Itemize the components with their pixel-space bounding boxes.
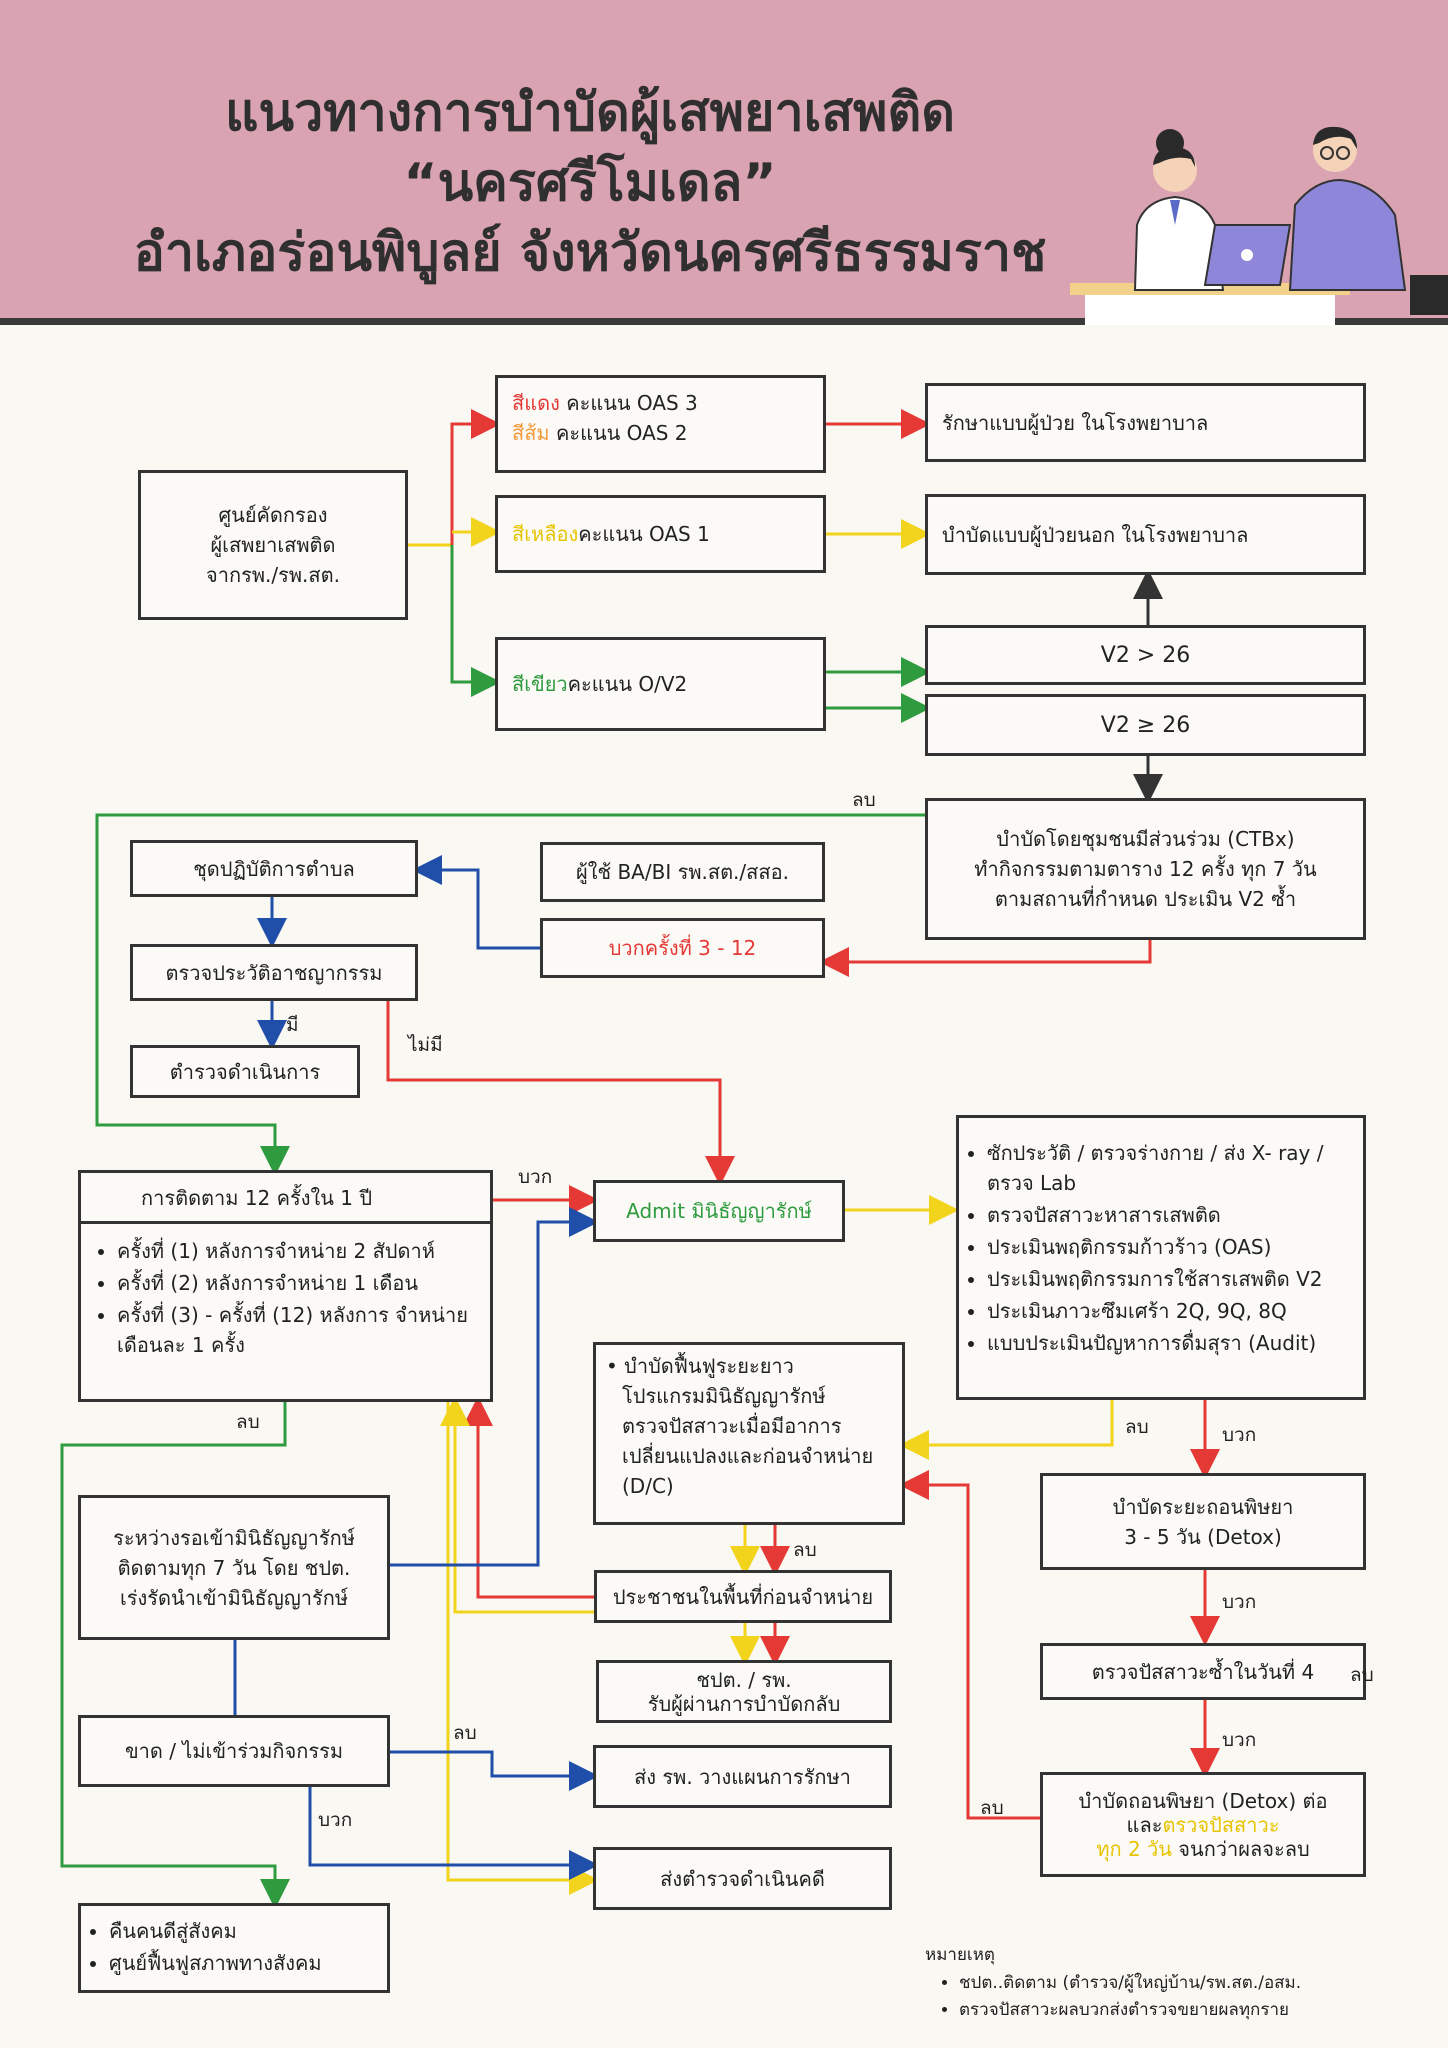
yellow-category-text: คะแนน OAS 1 [578,522,710,546]
inpatient-box: รักษาแบบผู้ป่วย ในโรงพยาบาล [925,383,1366,462]
assessment-item: ประเมินภาวะซึมเศร้า 2Q, 9Q, 8Q [987,1296,1353,1326]
v2-greater-box: V2 > 26 [925,625,1366,685]
detox-continue-and: และ [1126,1812,1163,1837]
criminal-check-box: ตรวจประวัติอาชญากรรม [130,944,418,1001]
ba-bi-box: ผู้ใช้ BA/BI รพ.สต./สสอ. [540,842,825,902]
ctbx-box: บำบัดโดยชุมชนมีส่วนร่วม (CTBx) ทำกิจกรรม… [925,798,1366,940]
rehab-line: • บำบัดฟื้นฟูระยะยาว [606,1354,794,1378]
pos-label-absent: บวก [318,1809,353,1831]
assessment-box: ซักประวัติ / ตรวจร่างกาย / ส่ง X- ray / … [956,1115,1366,1400]
return-society-list: คืนคนดีสู่สังคม ศูนย์ฟื้นฟูสภาพทางสังคม [87,1916,379,1978]
detox-continue-urine: ตรวจปัสสาวะ [1162,1812,1280,1837]
notes-section: หมายเหตุ ชปต..ติดตาม (ตำรวจ/ผู้ใหญ่บ้าน/… [925,1943,1425,2026]
long-term-rehab-box: • บำบัดฟื้นฟูระยะยาว โปรแกรมมินิธัญญารัก… [593,1342,905,1525]
rehab-line: ตรวจปัสสาวะเมื่อมีอาการ [622,1414,842,1438]
yellow-category-word: สีเหลือง [512,522,579,546]
red-orange-category-box: สีแดง คะแนน OAS 3 สีส้ม คะแนน OAS 2 [495,375,826,473]
orange-category-word: สีส้ม [512,421,550,445]
receive-back-line-1: ชปต. / รพ. [696,1667,792,1692]
title-line-1: แนวทางการบำบัดผู้เสพยาเสพติด [225,83,955,143]
admit-mini-box: Admit มินิธัญญารักษ์ [593,1180,845,1242]
green-category-text: คะแนน O/V2 [567,672,688,696]
neg-label-detox-cont: ลบ [980,1797,1004,1819]
title-line-2: “นครศรีโมเดล” [403,153,777,213]
detox-continue-box: บำบัดถอนพิษยา (Detox) ต่อ และตรวจปัสสาวะ… [1040,1772,1366,1877]
waiting-line-2: ติดตามทุก 7 วัน โดย ชปต. [117,1555,351,1580]
followup-box: การติดตาม 12 ครั้งใน 1 ปี ครั้งที่ (1) ห… [78,1170,493,1402]
return-society-item: คืนคนดีสู่สังคม [109,1916,379,1946]
v2-greater-equal-box: V2 ≥ 26 [925,694,1366,756]
pos-label-assessment: บวก [1222,1424,1257,1446]
ctbx-line-2: ทำกิจกรรมตามตาราง 12 ครั้ง ทุก 7 วัน [974,857,1317,881]
receive-back-line-2: รับผู้ผ่านการบำบัดกลับ [647,1691,841,1716]
assessment-item: ประเมินพฤติกรรมก้าวร้าว (OAS) [987,1232,1353,1262]
return-society-box: คืนคนดีสู่สังคม ศูนย์ฟื้นฟูสภาพทางสังคม [78,1903,390,1993]
detox-short-line-1: บำบัดระยะถอนพิษยา [1112,1494,1294,1519]
note-item: ชปต..ติดตาม (ตำรวจ/ผู้ใหญ่บ้าน/รพ.สต./อส… [959,1971,1425,1997]
orange-category-text: คะแนน OAS 2 [549,421,688,445]
has-label: มี [286,1014,299,1036]
detox-continue-until: จนกว่าผลจะลบ [1171,1836,1310,1861]
assessment-item: ซักประวัติ / ตรวจร่างกาย / ส่ง X- ray / … [987,1138,1353,1198]
followup-list: ครั้งที่ (1) หลังการจำหน่าย 2 สัปดาห์ คร… [81,1224,490,1360]
neg-label-followup: ลบ [236,1411,260,1433]
detox-continue-every: ทุก 2 วัน [1096,1836,1172,1861]
rehab-line: (D/C) [622,1474,674,1498]
neg-label-assessment: ลบ [1125,1416,1149,1438]
red-category-text: คะแนน OAS 3 [559,391,698,415]
waiting-line-3: เร่งรัดนำเข้ามินิธัญญารักษ์ [119,1585,349,1610]
waiting-admission-box: ระหว่างรอเข้ามินิธัญญารักษ์ ติดตามทุก 7 … [78,1495,390,1640]
assessment-item: แบบประเมินปัญหาการดื่มสุรา (Audit) [987,1328,1353,1358]
absent-box: ขาด / ไม่เข้าร่วมกิจกรรม [78,1715,390,1787]
assessment-item: ประเมินพฤติกรรมการใช้สารเสพติด V2 [987,1264,1353,1294]
detox-short-box: บำบัดระยะถอนพิษยา 3 - 5 วัน (Detox) [1040,1473,1366,1570]
screening-line-2: ผู้เสพยาเสพติด [210,533,336,557]
positive-3-12-box: บวกครั้งที่ 3 - 12 [540,918,825,978]
waiting-line-1: ระหว่างรอเข้ามินิธัญญารักษ์ [113,1525,355,1550]
notes-list: ชปต..ติดตาม (ตำรวจ/ผู้ใหญ่บ้าน/รพ.สต./อส… [925,1971,1425,2024]
assessment-item: ตรวจปัสสาวะหาสารเสพติด [987,1200,1353,1230]
detox-continue-line-1: บำบัดถอนพิษยา (Detox) ต่อ [1078,1788,1328,1813]
detox-short-line-2: 3 - 5 วัน (Detox) [1124,1524,1282,1549]
screening-center-box: ศูนย์คัดกรอง ผู้เสพยาเสพติด จากรพ./รพ.สต… [138,470,408,620]
receive-back-box: ชปต. / รพ. รับผู้ผ่านการบำบัดกลับ [596,1660,892,1723]
header-divider [0,318,1448,325]
yellow-category-box: สีเหลือง คะแนน OAS 1 [495,495,826,573]
ctbx-line-1: บำบัดโดยชุมชนมีส่วนร่วม (CTBx) [996,827,1295,851]
neg-label-absent: ลบ [453,1722,477,1744]
screening-line-3: จากรพ./รพ.สต. [206,563,340,587]
neg-label-urine: ลบ [1350,1664,1374,1686]
urine-day4-box: ตรวจปัสสาวะซ้ำในวันที่ 4 [1040,1643,1366,1700]
police-action-box: ตำรวจดำเนินการ [130,1045,360,1098]
title-line-3: อำเภอร่อนพิบูลย์ จังหวัดนครศรีธรรมราช [133,223,1047,283]
assessment-list: ซักประวัติ / ตรวจร่างกาย / ส่ง X- ray / … [965,1138,1353,1358]
neg-label-rehab: ลบ [793,1539,817,1561]
followup-item: ครั้งที่ (2) หลังการจำหน่าย 1 เดือน [117,1268,476,1298]
pos-label-detox: บวก [1222,1591,1257,1613]
outpatient-box: บำบัดแบบผู้ป่วยนอก ในโรงพยาบาล [925,494,1366,575]
community-meeting-box: ประชาชนในพื้นที่ก่อนจำหน่าย [594,1570,892,1623]
pos-label-followup: บวก [518,1166,553,1188]
notes-title: หมายเหตุ [925,1945,995,1965]
followup-title: การติดตาม 12 ครั้งใน 1 ปี [81,1173,490,1224]
neg-label-ctbx: ลบ [852,789,876,811]
none-label: ไม่มี [408,1034,443,1056]
subdistrict-unit-box: ชุดปฏิบัติการตำบล [130,840,418,897]
ctbx-line-3: ตามสถานที่กำหนด ประเมิน V2 ซ้ำ [994,887,1297,911]
refer-police-box: ส่งตำรวจดำเนินคดี [593,1847,892,1910]
green-category-word: สีเขียว [512,672,568,696]
refer-hospital-box: ส่ง รพ. วางแผนการรักษา [593,1745,892,1808]
rehab-line: เปลี่ยนแปลงและก่อนจำหน่าย [622,1444,874,1468]
followup-item: ครั้งที่ (1) หลังการจำหน่าย 2 สัปดาห์ [117,1236,476,1266]
followup-item: ครั้งที่ (3) - ครั้งที่ (12) หลังการ จำห… [117,1300,476,1360]
green-category-box: สีเขียว คะแนน O/V2 [495,637,826,731]
note-item: ตรวจปัสสาวะผลบวกส่งตำรวจขยายผลทุกราย [959,1998,1425,2024]
return-society-item: ศูนย์ฟื้นฟูสภาพทางสังคม [109,1948,379,1978]
rehab-line: โปรแกรมมินิธัญญารักษ์ [622,1384,826,1408]
pos-label-urine: บวก [1222,1729,1257,1751]
screening-line-1: ศูนย์คัดกรอง [218,503,328,527]
red-category-word: สีแดง [512,391,560,415]
consultation-illustration [1070,126,1448,325]
